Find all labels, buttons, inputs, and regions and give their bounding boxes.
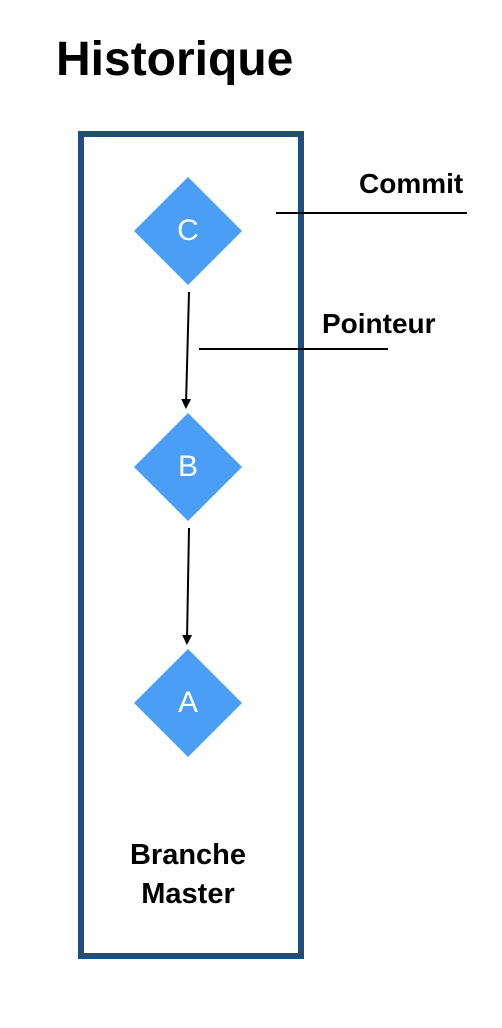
commit-label: C (177, 214, 199, 247)
branch-name-line2: Master (141, 878, 235, 910)
commit-node-c: C (134, 177, 242, 285)
diagram-title: Historique (56, 33, 294, 86)
commit-callout-label: Commit (359, 168, 464, 199)
commit-node-b: B (134, 413, 242, 521)
pointer-arrow-b-to-a (182, 527, 193, 645)
diamond-shape (134, 649, 242, 757)
commit-label: A (177, 686, 198, 719)
pointer-callout-label: Pointeur (322, 308, 436, 339)
pointer-arrow-c-to-b (181, 291, 192, 409)
branch-name: Branche Master (84, 836, 292, 914)
commit-label: B (177, 450, 198, 483)
diamond-shape (134, 413, 242, 521)
diamond-shape (134, 177, 242, 285)
commit-node-a: A (134, 649, 242, 757)
branch-name-line1: Branche (129, 839, 247, 871)
